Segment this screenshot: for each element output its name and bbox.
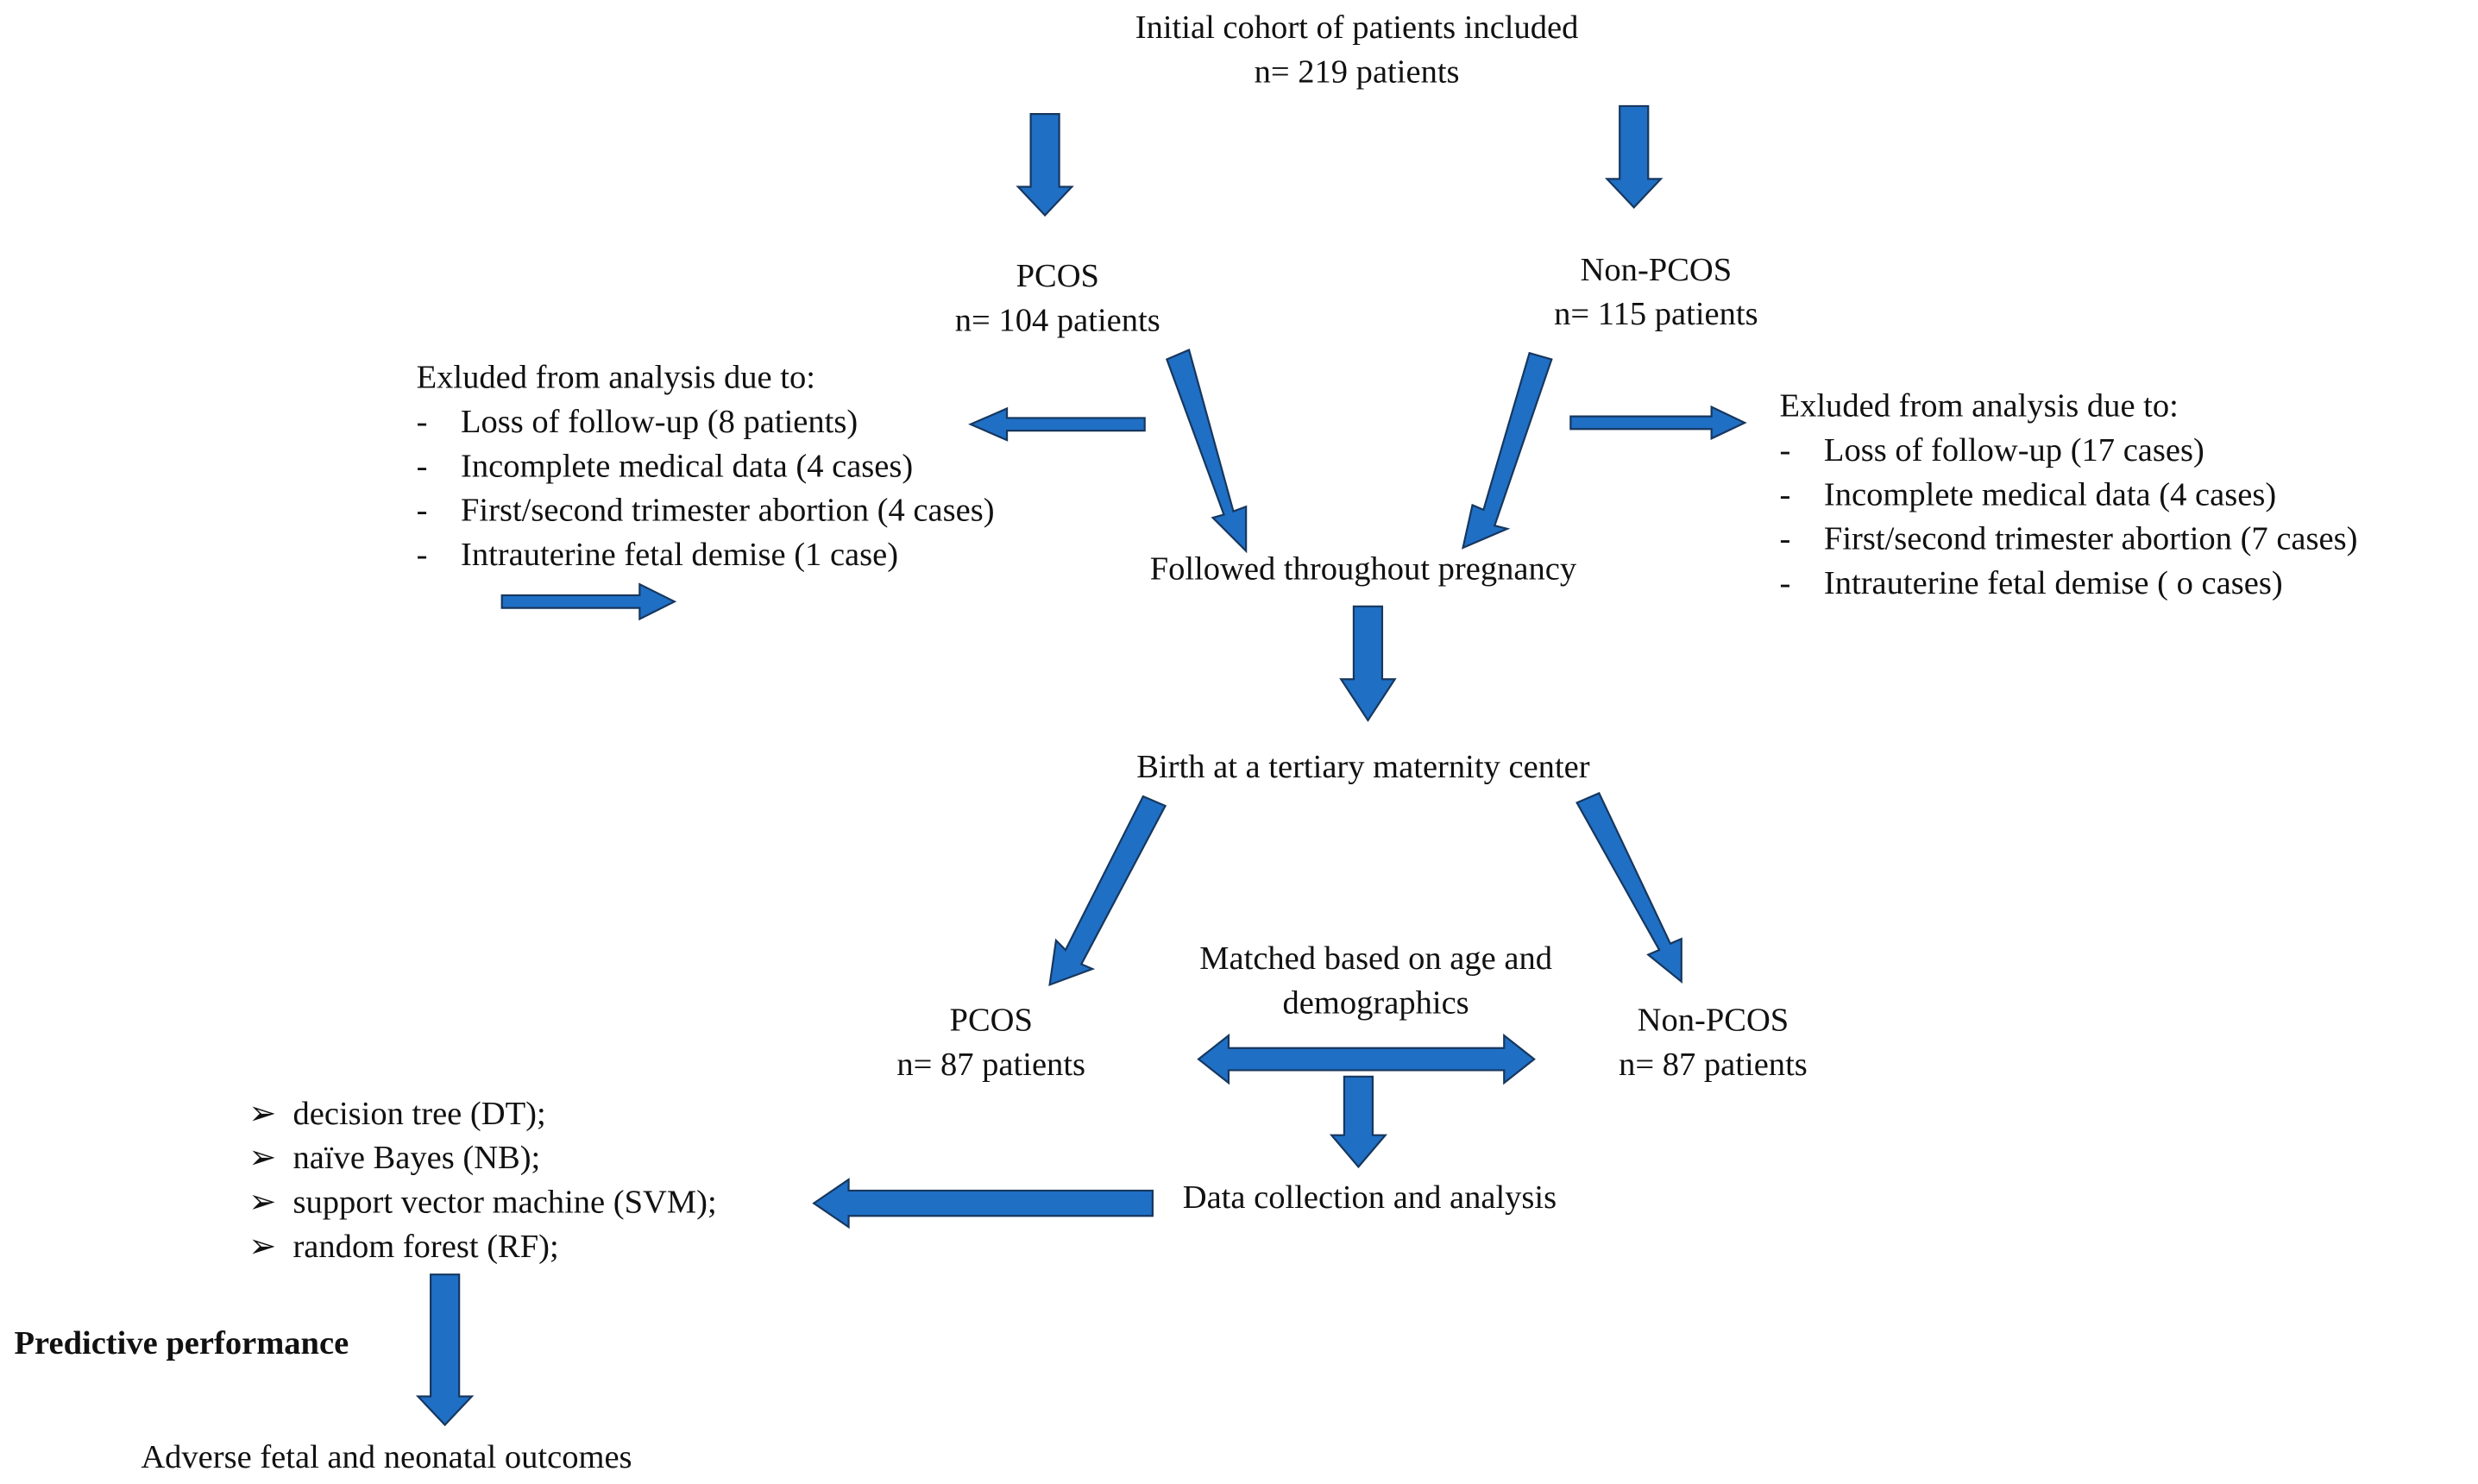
list-item: -Loss of follow-up (8 patients) (416, 402, 858, 441)
arrow-excluded-left-small (500, 582, 677, 621)
list-item: -Incomplete medical data (4 cases) (1779, 475, 2277, 513)
adverse-outcomes-label: Adverse fetal and neonatal outcomes (141, 1437, 632, 1476)
excluded-left-heading: Exluded from analysis due to: (416, 357, 815, 396)
pcos-top-box: PCOS n= 104 patients (899, 254, 1216, 343)
birth-label: Birth at a tertiary maternity center (1136, 747, 1590, 786)
excluded-left-box: Exluded from analysis due to: -Loss of f… (417, 355, 995, 576)
list-item: ➢naïve Bayes (NB); (248, 1138, 541, 1177)
list-item: -Intrauterine fetal demise (1 case) (416, 535, 899, 574)
nonpcos-bottom-label: Non-PCOS (1637, 1000, 1789, 1039)
initial-cohort-count: n= 219 patients (1254, 52, 1460, 91)
nonpcos-bottom-count: n= 87 patients (1619, 1045, 1808, 1084)
list-item: ➢random forest (RF); (248, 1227, 559, 1266)
list-item: -Loss of follow-up (17 cases) (1779, 431, 2204, 469)
excluded-left-list: -Loss of follow-up (8 patients) -Incompl… (417, 399, 995, 576)
predictive-performance-label: Predictive performance (14, 1324, 349, 1362)
arrow-nonpcos-to-excluded (1569, 405, 1747, 441)
data-collection-label: Data collection and analysis (1182, 1178, 1557, 1217)
arrow-pcos-to-excluded (968, 406, 1146, 442)
excluded-right-heading: Exluded from analysis due to: (1779, 386, 2179, 424)
arrow-nonpcos-to-followed (1461, 351, 1553, 550)
models-box: ➢decision tree (DT); ➢naïve Bayes (NB); … (248, 1091, 717, 1268)
nonpcos-top-count: n= 115 patients (1554, 294, 1758, 333)
list-item: ➢decision tree (DT); (248, 1093, 546, 1133)
initial-cohort-box: Initial cohort of patients included n= 2… (1041, 5, 1674, 94)
pcos-bottom-box: PCOS n= 87 patients (833, 997, 1149, 1086)
list-item: -First/second trimester abortion (4 case… (416, 490, 995, 529)
list-item: -First/second trimester abortion (7 case… (1779, 519, 2358, 557)
double-arrow-matched (1197, 1033, 1536, 1085)
arrow-birth-to-nonpcos (1575, 791, 1682, 984)
list-item: -Incomplete medical data (4 cases) (416, 446, 914, 485)
arrow-predictive-to-adverse (415, 1273, 475, 1427)
arrow-matched-to-data (1329, 1075, 1388, 1169)
nonpcos-top-label: Non-PCOS (1580, 249, 1733, 288)
models-list: ➢decision tree (DT); ➢naïve Bayes (NB); … (248, 1091, 717, 1268)
followed-label: Followed throughout pregnancy (1149, 549, 1577, 588)
pcos-top-label: PCOS (1016, 256, 1099, 295)
matched-box: Matched based on age and demographics (1138, 935, 1613, 1024)
arrow-followed-to-birth (1339, 605, 1397, 722)
initial-cohort-title: Initial cohort of patients included (1135, 8, 1579, 47)
arrow-birth-to-pcos (1048, 795, 1167, 987)
arrow-pcos-to-followed (1166, 349, 1248, 554)
arrow-data-to-models (812, 1177, 1154, 1229)
arrow-initial-to-pcos (1016, 113, 1074, 217)
nonpcos-top-box: Non-PCOS n= 115 patients (1498, 247, 1814, 336)
excluded-right-list: -Loss of follow-up (17 cases) -Incomplet… (1780, 427, 2358, 605)
nonpcos-bottom-box: Non-PCOS n= 87 patients (1555, 997, 1871, 1086)
pcos-top-count: n= 104 patients (954, 300, 1160, 339)
list-item: -Intrauterine fetal demise ( o cases) (1779, 563, 2283, 602)
excluded-right-box: Exluded from analysis due to: -Loss of f… (1780, 383, 2358, 605)
matched-line2: demographics (1282, 983, 1469, 1022)
matched-line1: Matched based on age and (1199, 939, 1552, 978)
list-item: ➢support vector machine (SVM); (248, 1182, 717, 1221)
pcos-bottom-count: n= 87 patients (896, 1045, 1086, 1084)
pcos-bottom-label: PCOS (949, 1000, 1033, 1039)
arrow-initial-to-nonpcos (1604, 104, 1664, 209)
